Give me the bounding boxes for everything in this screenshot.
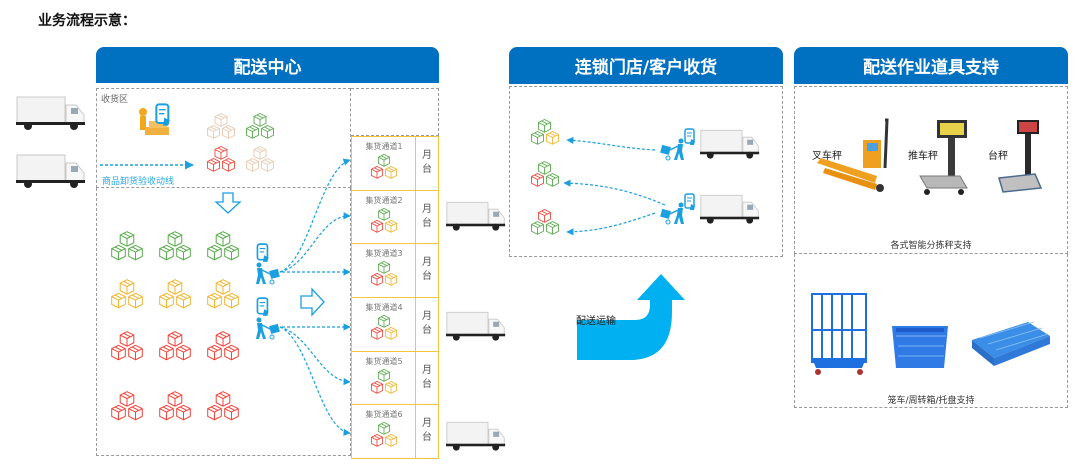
platform-label: 月台: [416, 310, 438, 338]
pallet-icon: [972, 321, 1050, 366]
platform-text: 月台: [422, 203, 432, 229]
delivery-truck-icon: [700, 193, 760, 225]
collection-lane: 集货通道3 月台: [351, 243, 439, 298]
collection-lane: 集货通道5 月台: [351, 350, 439, 406]
platform-label: 月台: [416, 203, 438, 231]
lane-label: 集货通道6: [365, 410, 403, 420]
delivery-worker-icon: [656, 138, 686, 162]
scales-zone: [794, 86, 1068, 254]
platform-label: 月台: [416, 364, 438, 392]
platform-label: 月台: [416, 256, 438, 284]
lane-cell: [352, 405, 416, 458]
store-receiving-zone: [509, 86, 783, 257]
transport-arrow-icon: [577, 274, 685, 360]
delivery-truck-icon: [700, 128, 760, 160]
lane-label: 集货通道2: [365, 195, 403, 205]
receiving-zone: [96, 88, 351, 188]
receiving-zone-extension: [351, 88, 439, 136]
lane-cell: [352, 244, 416, 297]
lane-cell: [352, 351, 416, 405]
platform-scale-icon: [998, 120, 1043, 193]
tools-title: 配送作业道具支持: [863, 58, 999, 78]
lane-label: 集货通道1: [365, 142, 403, 151]
trolley-scale-icon: [919, 120, 968, 195]
scale-label: 推车秤: [908, 151, 938, 162]
handheld-scanner-icon: [684, 193, 696, 211]
platform-label: 月台: [416, 149, 438, 177]
delivery-line: [563, 179, 666, 206]
delivery-line: [566, 212, 656, 236]
tools-header: 配送作业道具支持: [794, 47, 1068, 84]
store-receiving-header: 连锁门店/客户收货: [509, 47, 783, 84]
storage-zone: [96, 188, 351, 456]
down-arrow-icon: [214, 192, 242, 214]
platform-label: 月台: [416, 417, 438, 445]
lane-cell: [352, 298, 416, 351]
distribution-center-header: 配送中心: [96, 47, 439, 83]
collection-lane: 集货通道2 月台: [351, 189, 439, 245]
transport-label: 配送运输: [576, 316, 616, 327]
flow-line-lane-6: [279, 326, 351, 436]
roll-cage-icon: [811, 293, 867, 375]
page-title: 业务流程示意：: [38, 13, 136, 29]
store-receiving-title: 连锁门店/客户收货: [574, 58, 718, 78]
platform-text: 月台: [422, 364, 432, 390]
lane-label: 集货通道3: [365, 249, 403, 259]
containers-caption: 笼车/周转箱/托盘支持: [887, 396, 975, 406]
scales-caption: 各式智能分拣秤支持: [890, 241, 972, 251]
flow-line-lane-2: [279, 212, 351, 273]
collection-lane: 集货通道1 月台: [351, 136, 439, 191]
platform-text: 月台: [422, 257, 432, 283]
lane-cell: [352, 190, 416, 244]
delivery-worker-icon: [656, 202, 686, 226]
platform-text: 月台: [422, 311, 432, 336]
containers-zone: [794, 254, 1068, 408]
right-arrow-icon: [300, 287, 325, 317]
platform-text: 月台: [422, 150, 432, 175]
pallet-truck-scale-icon: [817, 118, 889, 192]
scale-label: 台秤: [988, 151, 1008, 162]
flow-line-lane-1: [279, 158, 351, 273]
handheld-scanner-icon: [684, 128, 696, 146]
platform-text: 月台: [422, 418, 432, 444]
unload-flow-arrow: [100, 160, 194, 170]
delivery-line: [566, 136, 656, 151]
collection-lane: 集货通道6 月台: [351, 404, 439, 459]
flow-line-lane-5: [279, 326, 351, 386]
receiving-zone-label: 收货区: [101, 95, 129, 105]
lane-label: 集货通道5: [365, 356, 403, 366]
forklift-worker-icon: [139, 108, 169, 135]
lane-cell: [352, 137, 416, 190]
turnover-crate-icon: [892, 326, 948, 368]
distribution-center-title: 配送中心: [233, 57, 302, 78]
scale-label: 叉车秤: [812, 151, 842, 162]
unload-flow-label: 商品卸货验收动线: [102, 177, 175, 187]
lane-label: 集货通道4: [365, 303, 403, 312]
